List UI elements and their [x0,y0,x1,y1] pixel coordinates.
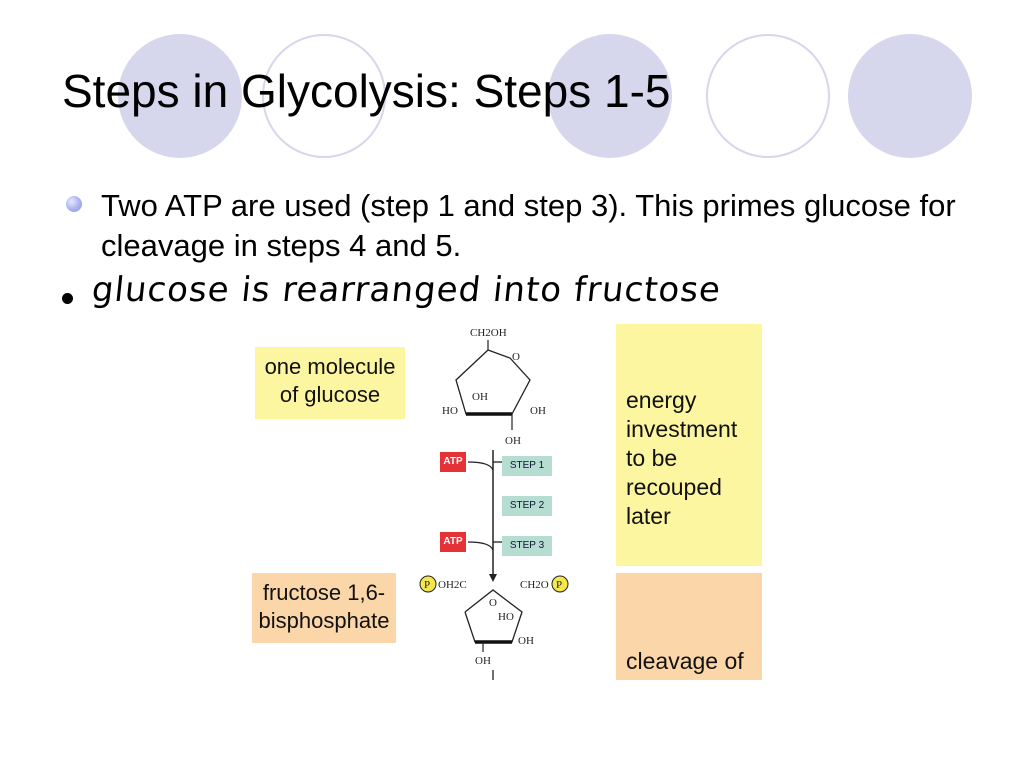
decor-circle-2 [262,34,386,158]
glucose-ch2oh: CH2OH [470,327,507,339]
glucose-right-oh: OH [530,405,546,417]
fructose-bottom-oh: OH [475,655,491,667]
decor-circle-3 [548,34,672,158]
atp-badge-step3: ATP [440,532,466,552]
investment-label: energy investment to be recouped later [616,324,762,566]
decor-circle-1 [118,34,242,158]
glucose-ring-o: O [512,351,520,363]
step1-badge: STEP 1 [502,456,552,476]
atp-badge-step1: ATP [440,452,466,472]
fructose-structure: P OH2C CH2O P O HO OH OH [419,575,569,680]
glucose-structure: CH2OH O OH HO OH OH [442,327,546,447]
glucose-left-ho: HO [442,405,458,417]
bullet-text: Two ATP are used (step 1 and step 3). Th… [101,188,956,263]
phosphate-left: P [424,579,430,591]
glucose-inner-oh: OH [472,391,488,403]
fructose-right-oh: OH [518,635,534,647]
glucose-bottom-oh: OH [505,435,521,447]
molecule-diagram: CH2OH O OH HO OH OH P OH2C CH2O P [419,327,569,680]
decor-circle-4 [706,34,830,158]
cleavage-label: cleavage of [616,573,762,680]
decor-circle-5 [848,34,972,158]
handwritten-bullet-dot [62,293,73,304]
fructose-right-group: CH2O [520,579,549,591]
handwritten-note: glucose is rearranged into fructose [89,270,724,310]
step3-badge: STEP 3 [502,536,552,556]
fructose-left-group: OH2C [438,579,467,591]
step2-badge: STEP 2 [502,496,552,516]
slide-title: Steps in Glycolysis: Steps 1-5 [62,65,671,117]
fructose-inner-ho: HO [498,611,514,623]
phosphate-right: P [556,579,562,591]
fructose-ring-o: O [489,597,497,609]
glycolysis-figure: one molecule of glucose fructose 1,6-bis… [250,320,770,680]
glucose-label: one molecule of glucose [255,347,405,419]
bullet-icon [66,196,82,212]
fructose-label: fructose 1,6-bisphosphate [252,573,396,643]
